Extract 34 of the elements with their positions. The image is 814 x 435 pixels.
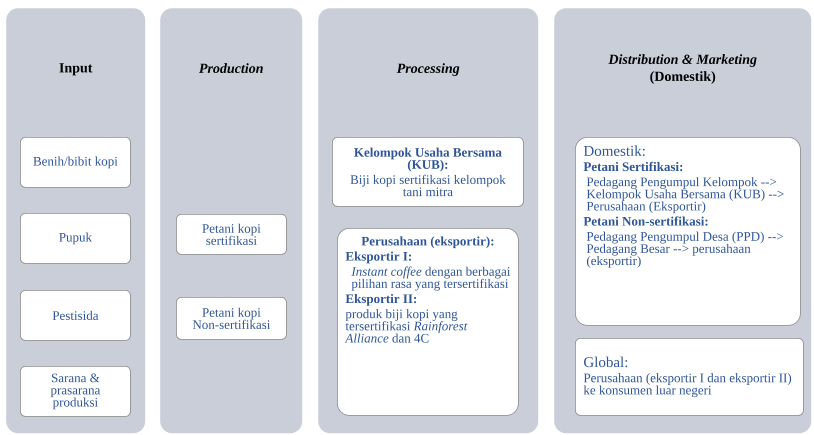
column-title: Production	[198, 63, 263, 74]
text-box	[575, 338, 804, 416]
column-title: Processing	[396, 63, 460, 76]
body-text: produk biji kopi yang tersertifikasi Rainforest Alliance dan 4C	[344, 309, 468, 343]
body-text: Sarana & prasarana produksi	[50, 374, 100, 410]
text-box	[337, 228, 519, 416]
text-box	[176, 297, 287, 340]
heading-text: Petani Sertifikasi:	[584, 162, 682, 172]
body-text: Petani kopi Non-sertifikasi	[192, 308, 270, 330]
text-box	[20, 213, 131, 264]
text-box	[20, 366, 131, 417]
text-box	[332, 137, 524, 207]
heading-text: Perusahaan (eksportir):	[362, 236, 494, 248]
body-text: Perusahaan (eksportir I dan eksportir II) ke konsumen luar negeri	[584, 373, 792, 398]
body-text: Pestisida	[52, 310, 98, 320]
section-heading: Global:	[584, 356, 628, 368]
body-text: Benih/bibit kopi	[33, 156, 118, 168]
column-title: Distribution & Marketing (Domestik)	[608, 54, 757, 84]
text-box	[575, 137, 801, 326]
heading-text: Eksportir II:	[346, 294, 416, 306]
text-box	[20, 137, 131, 188]
body-text: Biji kopi sertifikasi kelompok tani mitra	[350, 174, 506, 196]
column-title: Input	[59, 63, 92, 76]
body-text: Pedagang Pengumpul Kelompok --> Kelompok Usaha Bersama (KUB) --> Perusahaan (Eksportir)	[586, 177, 784, 214]
body-text: Pupuk	[59, 232, 92, 244]
body-text: Pedagang Pengumpul Desa (PPD) --> Pedagang Besar --> perusahaan (eksportir)	[586, 232, 784, 268]
body-text: Instant coffee dengan berbagai pilihan rasa yang tersertifikasi	[351, 266, 510, 291]
text-box	[20, 290, 131, 341]
heading-text: Kelompok Usaha Bersama (KUB):	[354, 148, 502, 172]
text-box	[176, 214, 287, 255]
section-heading: Domestik:	[584, 145, 645, 156]
heading-text: Petani Non-sertifikasi:	[584, 216, 708, 226]
body-text: Petani kopi sertifikasi	[202, 224, 261, 246]
heading-text: Eksportir I:	[346, 252, 412, 264]
